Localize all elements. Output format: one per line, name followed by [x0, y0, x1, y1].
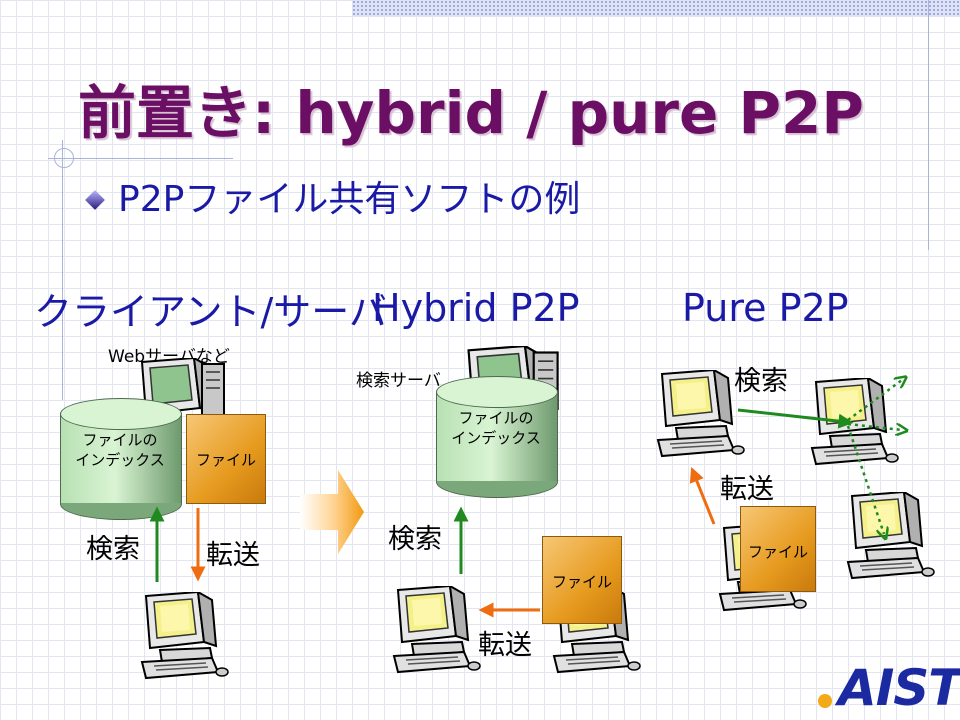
file-label: ファイル [195, 451, 256, 469]
left-guide-line [62, 140, 63, 400]
search-label: 検索 [86, 534, 140, 565]
forward-arrow [847, 380, 902, 422]
document-icon: ファイル [740, 506, 816, 592]
logo-text: AIST [838, 659, 960, 717]
desktop-computer-icon [141, 592, 229, 679]
client-server-heading: クライアント/サーバ [34, 290, 387, 334]
slide-title: 前置き: hybrid / pure P2P [78, 79, 864, 147]
right-guide-line [928, 0, 929, 250]
database-cylinder-icon: ファイルの インデックス [436, 376, 558, 498]
pure-p2p-arrows [689, 370, 920, 550]
bullet-item: P2Pファイル共有ソフトの例 [84, 176, 580, 224]
pure-p2p-heading: Pure P2P [682, 286, 849, 330]
client-server-arrows [149, 506, 206, 582]
title-underline [48, 158, 233, 159]
top-dotted-band [352, 0, 960, 16]
bullet-text: P2Pファイル共有ソフトの例 [118, 179, 581, 220]
search-arrow [737, 408, 854, 429]
forward-arrow [847, 422, 902, 430]
index-label-line1: ファイルの [458, 409, 534, 427]
search-label: 検索 [388, 524, 442, 555]
right-arrow-icon [300, 470, 364, 554]
hybrid-transfer-arrow-wrap [478, 602, 540, 618]
index-label-line2: インデックス [75, 451, 165, 469]
index-label-line1: ファイルの [82, 431, 158, 449]
document-icon: ファイル [542, 536, 622, 624]
forward-arrow [846, 425, 884, 534]
file-label: ファイル [747, 543, 808, 561]
desktop-computer-icon [393, 586, 481, 673]
document-icon: ファイル [186, 414, 266, 504]
circle-decoration [54, 148, 74, 168]
transfer-arrow [689, 467, 716, 525]
logo-dot-icon [818, 694, 832, 708]
file-label: ファイル [551, 573, 612, 591]
aist-logo: AIST [818, 659, 960, 718]
search-server-label: 検索サーバ [356, 371, 441, 391]
diamond-bullet-icon [85, 190, 105, 210]
transfer-label: 転送 [478, 630, 532, 661]
transfer-label: 転送 [206, 540, 260, 571]
search-label: 検索 [734, 366, 788, 397]
hybrid-p2p-heading: Hybrid P2P [372, 286, 580, 330]
hybrid-search-arrow-wrap [453, 506, 469, 574]
index-label-line2: インデックス [451, 429, 541, 447]
transfer-label: 転送 [720, 474, 774, 505]
